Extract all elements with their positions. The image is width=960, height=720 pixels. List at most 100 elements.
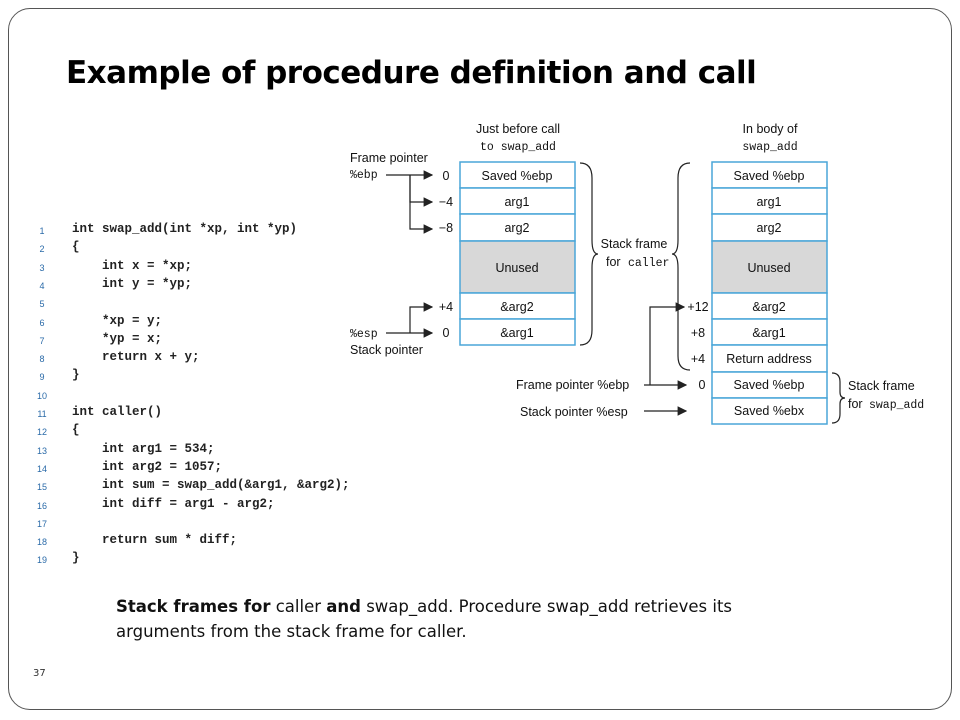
- left-cell: [459, 213, 576, 242]
- caption-text-1: caller: [270, 597, 327, 616]
- line-number: 4: [39, 280, 45, 291]
- right-cell: [711, 344, 828, 373]
- line-number: 10: [36, 390, 47, 401]
- offset-label: 0: [699, 378, 706, 392]
- code-text: int y = *yp;: [72, 276, 193, 291]
- left-heading-line2: to swap_add: [480, 141, 556, 154]
- code-text: }: [72, 368, 80, 383]
- offset-label: 0: [443, 326, 450, 340]
- left-cell-label: arg2: [504, 221, 529, 235]
- caller-frame-label-for: for: [606, 255, 621, 269]
- line-number: 17: [36, 518, 47, 529]
- line-number: 2: [39, 244, 45, 255]
- right-heading-line1: In body of: [743, 122, 798, 136]
- right-cell: [711, 187, 828, 215]
- right-cell: [711, 397, 828, 425]
- right-cell-label: &arg2: [752, 300, 785, 314]
- right-pointer-arrows: [644, 302, 688, 416]
- offset-label: +4: [691, 352, 705, 366]
- left-cell: [459, 318, 576, 346]
- offset-label: −4: [439, 195, 453, 209]
- swap-add-frame-label: Stack frame: [848, 379, 915, 393]
- code-text: *yp = x;: [72, 331, 163, 346]
- caller-frame-brace-right: [671, 162, 691, 371]
- frame-pointer-arrows: [386, 170, 434, 234]
- right-frame-pointer-label: Frame pointer %ebp: [516, 378, 629, 392]
- code-text: {: [72, 240, 80, 255]
- swap-add-frame-brace: [831, 372, 846, 424]
- left-cell-label: arg1: [504, 195, 529, 209]
- code-text: int diff = arg1 - arg2;: [72, 496, 275, 511]
- code-text: return x + y;: [72, 350, 200, 365]
- line-number: 8: [39, 354, 45, 365]
- caller-frame-brace-left: [579, 162, 599, 346]
- line-number: 9: [39, 372, 45, 383]
- swap-add-frame-label-for: for: [848, 397, 863, 411]
- code-text: int sum = swap_add(&arg1, &arg2);: [72, 478, 350, 493]
- caption-bold-1: Stack frames for: [116, 597, 271, 616]
- code-text: int arg2 = 1057;: [72, 459, 223, 474]
- left-cell-label: Saved %ebp: [482, 169, 553, 183]
- right-cell-label: Saved %ebp: [734, 378, 805, 392]
- offset-label: +4: [439, 300, 453, 314]
- left-cell: [459, 161, 576, 189]
- right-cell-label: arg2: [756, 221, 781, 235]
- line-number: 19: [36, 555, 47, 566]
- slide-title: Example of procedure definition and call: [66, 55, 757, 91]
- caption-text-2: swap_add. Procedure swap_add retrieves i…: [116, 597, 733, 641]
- left-cell-label: Unused: [495, 261, 538, 275]
- figure-caption: Stack frames for caller and swap_add. Pr…: [116, 594, 816, 644]
- line-number: 1: [39, 226, 45, 236]
- line-number: 11: [37, 409, 47, 419]
- left-cell-unused: [459, 240, 576, 294]
- left-heading-line1: Just before call: [476, 122, 560, 136]
- caption-bold-2: and: [326, 597, 361, 616]
- code-text: int arg1 = 534;: [72, 441, 215, 456]
- code-text: {: [72, 423, 80, 438]
- code-text: int x = *xp;: [72, 258, 193, 273]
- line-number: 13: [36, 445, 47, 456]
- slide-number: 37: [33, 668, 46, 679]
- line-number: 6: [39, 317, 45, 328]
- swap-add-frame-label-name: swap_add: [869, 399, 924, 412]
- right-cell-label: Unused: [747, 261, 790, 275]
- code-text: }: [72, 551, 80, 566]
- stack-pointer-register: %esp: [350, 328, 378, 341]
- frame-pointer-label: Frame pointer: [350, 151, 428, 165]
- right-cell-label: Saved %ebx: [734, 404, 805, 418]
- line-number: 7: [39, 335, 45, 346]
- code-text: int swap_add(int *xp, int *yp): [72, 222, 298, 236]
- code-text: int caller(): [72, 405, 163, 419]
- offset-label: +8: [691, 326, 705, 340]
- right-cell-label: arg1: [756, 195, 781, 209]
- right-cell: [711, 371, 828, 399]
- line-number: 5: [39, 299, 45, 310]
- slide-frame: [8, 8, 952, 710]
- left-cell: [459, 187, 576, 215]
- left-cell-label: &arg1: [500, 326, 533, 340]
- offset-label: +12: [687, 300, 708, 314]
- line-number: 14: [36, 463, 47, 474]
- right-cell-label: Saved %ebp: [734, 169, 805, 183]
- offset-label: −8: [439, 221, 453, 235]
- code-text: *xp = y;: [72, 313, 163, 328]
- right-stack-pointer-label: Stack pointer %esp: [520, 405, 628, 419]
- right-cell-label: Return address: [726, 352, 811, 366]
- offset-label: 0: [443, 169, 450, 183]
- left-cell-label: &arg2: [500, 300, 533, 314]
- caller-frame-label: Stack frame: [601, 237, 668, 251]
- line-number: 12: [36, 427, 47, 438]
- line-number: 3: [39, 262, 45, 273]
- stack-pointer-arrows: [386, 302, 434, 338]
- line-number: 15: [36, 482, 47, 493]
- right-cell: [711, 292, 828, 320]
- line-number: 16: [36, 500, 47, 511]
- line-number: 18: [36, 537, 47, 548]
- right-cell-unused: [711, 240, 828, 294]
- right-heading-line2: swap_add: [742, 141, 797, 154]
- right-cell: [711, 161, 828, 189]
- stack-pointer-label: Stack pointer: [350, 343, 423, 357]
- right-stack: [711, 161, 828, 425]
- left-stack: [459, 161, 576, 346]
